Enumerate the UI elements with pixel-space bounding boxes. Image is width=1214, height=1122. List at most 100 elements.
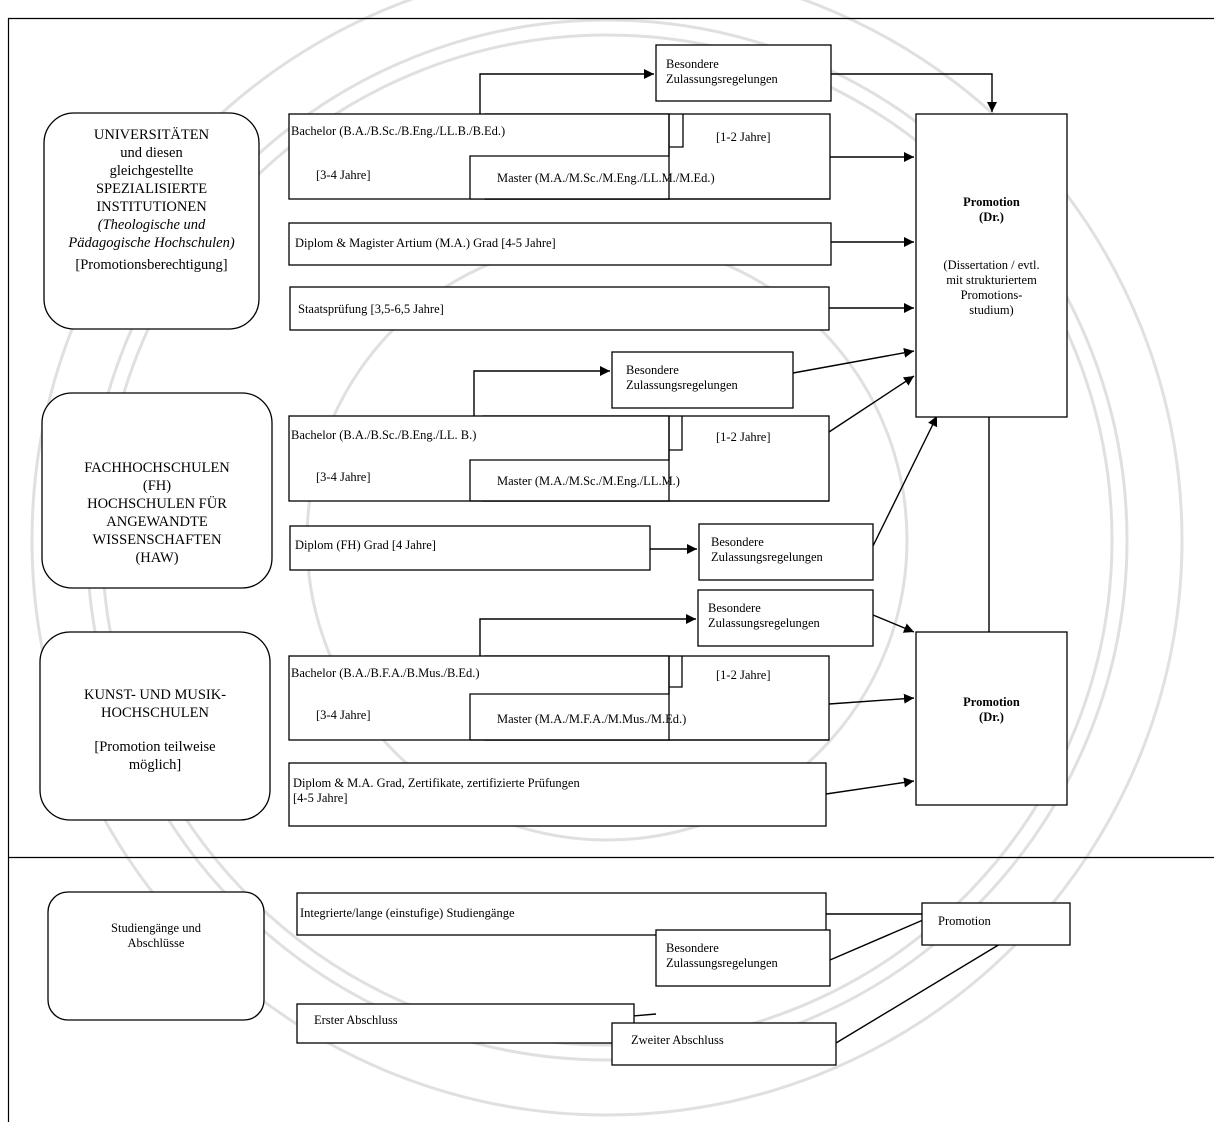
promotion-second-label: Promotion (Dr.)	[916, 695, 1067, 725]
legend-admission-to-promotion-line	[829, 919, 924, 961]
promotion-main-desc-2: mit strukturiertem	[946, 273, 1037, 287]
universities-line-8: [Promotionsberechtigung]	[75, 257, 228, 273]
uni-bachelor-label: Bachelor (B.A./B.Sc./B.Eng./LL.B./B.Ed.)	[291, 124, 506, 138]
kunst-line-3: [Promotion teilweise	[94, 739, 216, 755]
fh-line-1: FACHHOCHSCHULEN	[84, 460, 230, 476]
admission-line-2: Zulassungsregelungen	[711, 550, 823, 564]
admission-line-1: Besondere	[626, 363, 679, 377]
fh-admission-to-promotion-arrow	[792, 347, 915, 374]
kunst-admission-box	[697, 589, 874, 647]
promotion-main-abbr: (Dr.)	[979, 210, 1004, 224]
promotion-main-desc-4: studium)	[969, 303, 1014, 317]
promotion-main-desc-1: (Dissertation / evtl.	[943, 258, 1040, 272]
admission-line-2: Zulassungsregelungen	[626, 378, 738, 392]
kunst-master-label: Master (M.A./M.F.A./M.Mus./M.Ed.)	[497, 712, 687, 726]
legend-first-label: Erster Abschluss	[314, 1013, 398, 1027]
fh-bachelor-to-admission-arrow	[473, 366, 610, 416]
kunst-line-1: KUNST- UND MUSIK-	[83, 687, 227, 703]
universities-line-1: UNIVERSITÄTEN	[93, 127, 210, 143]
admission-line-1: Besondere	[666, 57, 719, 71]
admission-line-1: Besondere	[711, 535, 764, 549]
kunst-bachelor-label: Bachelor (B.A./B.F.A./B.Mus./B.Ed.)	[291, 666, 480, 680]
universities-label: UNIVERSITÄTEN und diesen gleichgestellte…	[46, 126, 257, 274]
legend-first-box	[296, 1003, 635, 1044]
uni-admission-box	[655, 44, 832, 102]
uni-diplom-label: Diplom & Magister Artium (M.A.) Grad [4-…	[295, 236, 556, 250]
fh-diplom-admission-text: Besondere Zulassungsregelungen	[711, 535, 823, 565]
promotion-main-desc-3: Promotions-	[960, 288, 1023, 302]
kunst-bachelor-years: [3-4 Jahre]	[316, 708, 371, 722]
uni-bachelor-years: [3-4 Jahre]	[316, 168, 371, 182]
legend-promotion-label: Promotion	[938, 914, 991, 928]
fh-bachelor-years: [3-4 Jahre]	[316, 470, 371, 484]
uni-master-years: [1-2 Jahre]	[716, 130, 771, 144]
universities-line-2: und diesen	[120, 145, 183, 161]
fh-diplom-box	[289, 525, 651, 571]
kunst-diplom-arrow	[825, 777, 915, 795]
legend-second-box	[611, 1022, 837, 1066]
legend-admission-text: Besondere Zulassungsregelungen	[666, 941, 778, 971]
legend-label: Studiengänge und Abschlüsse	[50, 921, 262, 951]
fh-line-3: HOCHSCHULEN FÜR	[87, 496, 227, 512]
universities-line-5: INSTITUTIONEN	[96, 199, 207, 215]
fh-admission-text: Besondere Zulassungsregelungen	[626, 363, 738, 393]
uni-admission-to-promotion-arrow	[831, 73, 997, 112]
uni-staats-box	[289, 286, 830, 331]
promotion-second-abbr: (Dr.)	[979, 710, 1004, 724]
kunst-line-4: möglich]	[128, 757, 182, 773]
admission-line-1: Besondere	[666, 941, 719, 955]
universities-line-3: gleichgestellte	[109, 163, 194, 179]
universities-box	[43, 112, 260, 330]
kunst-master-arrow	[828, 693, 915, 705]
kunst-diplom-line-1: Diplom & M.A. Grad, Zertifikate, zertifi…	[293, 776, 580, 790]
legend-second-to-promotion-line	[835, 934, 1016, 1044]
kunst-admission-to-promotion-arrow	[872, 614, 915, 633]
legend-line-1: Studiengänge und	[111, 921, 201, 935]
uni-diplom-box	[288, 222, 832, 266]
promotion-second-box	[915, 631, 1068, 806]
uni-bachelor-to-admission-arrow	[479, 69, 654, 116]
legend-line-2: Abschlüsse	[127, 936, 185, 950]
fh-diplom-label: Diplom (FH) Grad [4 Jahre]	[295, 538, 436, 552]
legend-integrated-label: Integrierte/lange (einstufige) Studiengä…	[300, 906, 515, 920]
legend-admission-box	[655, 929, 831, 987]
kunst-box	[39, 631, 271, 821]
kunst-master-years: [1-2 Jahre]	[716, 668, 771, 682]
fh-diplom-admission-to-promotion-arrow	[872, 415, 938, 547]
fh-diplom-admission-box	[698, 523, 874, 581]
kunst-diplom-label: Diplom & M.A. Grad, Zertifikate, zertifi…	[293, 776, 580, 806]
admission-line-1: Besondere	[708, 601, 761, 615]
fh-master-years: [1-2 Jahre]	[716, 430, 771, 444]
fh-line-4: ANGEWANDTE	[106, 514, 208, 530]
kunst-label: KUNST- UND MUSIK- HOCHSCHULEN [Promotion…	[42, 686, 268, 774]
kunst-diplom-line-2: [4-5 Jahre]	[293, 791, 348, 805]
fh-master-arrow	[828, 375, 915, 433]
fh-admission-box	[611, 351, 794, 409]
legend-promotion-box	[921, 902, 1071, 946]
universities-line-4: SPEZIALISIERTE	[95, 181, 208, 197]
admission-line-2: Zulassungsregelungen	[666, 72, 778, 86]
universities-line-6: (Theologische und	[97, 217, 206, 233]
promotion-main-label: Promotion (Dr.) (Dissertation / evtl. mi…	[916, 195, 1067, 318]
promotion-second-title: Promotion	[963, 695, 1020, 709]
fh-label: FACHHOCHSCHULEN (FH) HOCHSCHULEN FÜR ANG…	[44, 459, 270, 567]
universities-line-7: Pädagogische Hochschulen)	[68, 235, 235, 251]
kunst-line-2: HOCHSCHULEN	[101, 705, 209, 721]
fh-line-2: (FH)	[142, 478, 172, 494]
uni-admission-text: Besondere Zulassungsregelungen	[666, 57, 778, 87]
legend-box	[47, 891, 265, 1021]
uni-master-label: Master (M.A./M.Sc./M.Eng./LL.M./M.Ed.)	[497, 171, 715, 185]
admission-line-2: Zulassungsregelungen	[708, 616, 820, 630]
promotion-main-box	[915, 113, 1068, 418]
fh-line-6: (HAW)	[135, 550, 179, 566]
fh-box	[41, 392, 273, 589]
fh-line-5: WISSENSCHAFTEN	[92, 532, 222, 548]
uni-staats-label: Staatsprüfung [3,5-6,5 Jahre]	[298, 302, 444, 316]
kunst-admission-text: Besondere Zulassungsregelungen	[708, 601, 820, 631]
admission-line-2: Zulassungsregelungen	[666, 956, 778, 970]
legend-second-label: Zweiter Abschluss	[631, 1033, 724, 1047]
fh-bachelor-label: Bachelor (B.A./B.Sc./B.Eng./LL. B.)	[291, 428, 477, 442]
fh-master-label: Master (M.A./M.Sc./M.Eng./LL.M.)	[497, 474, 680, 488]
